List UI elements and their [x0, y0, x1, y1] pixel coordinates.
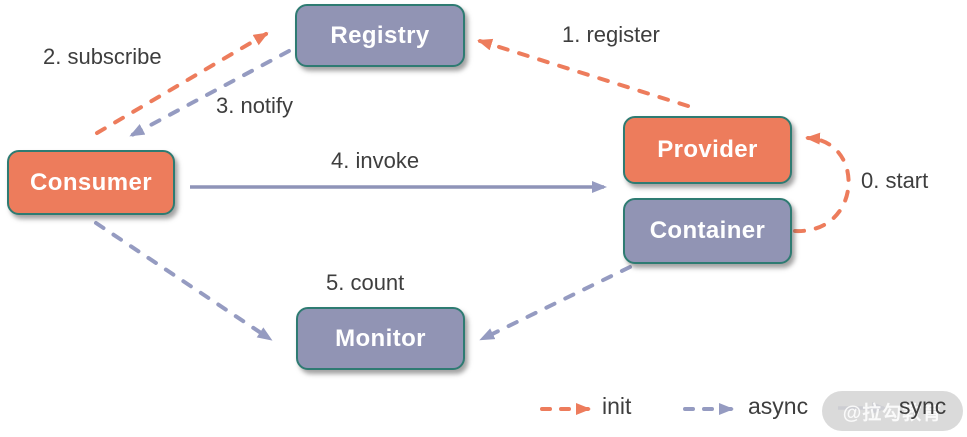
edge-label-invoke: 4. invoke — [331, 148, 420, 173]
node-provider-label: Provider — [657, 136, 758, 163]
edge-label-subscribe: 2. subscribe — [43, 44, 162, 69]
edge-label-notify: 3. notify — [216, 93, 294, 118]
node-container: Container — [623, 198, 792, 264]
legend-sync-label: sync — [899, 393, 947, 419]
watermark-pill: @拉勾教育 — [822, 391, 963, 431]
legend-async-label: async — [748, 393, 809, 419]
node-monitor-label: Monitor — [335, 324, 426, 352]
watermark-text: @拉勾教育 — [842, 402, 943, 424]
legend-init-label: init — [602, 393, 632, 419]
edge-start-arrow — [793, 132, 851, 234]
edge-label-register: 1. register — [562, 22, 660, 47]
edge-register-arrow — [477, 38, 690, 108]
edge-notify-arrow — [129, 49, 291, 137]
node-consumer-label: Consumer — [30, 168, 152, 196]
node-provider: Provider — [623, 116, 792, 184]
edge-count-right-arrow — [479, 265, 632, 341]
edge-label-count: 5. count — [326, 270, 405, 295]
edge-label-start: 0. start — [861, 168, 929, 193]
node-monitor: Monitor — [296, 307, 465, 370]
node-registry-label: Registry — [330, 21, 430, 49]
edge-count-left-arrow — [94, 221, 273, 341]
node-registry: Registry — [295, 4, 465, 67]
node-consumer: Consumer — [7, 150, 175, 215]
node-container-label: Container — [649, 217, 766, 244]
